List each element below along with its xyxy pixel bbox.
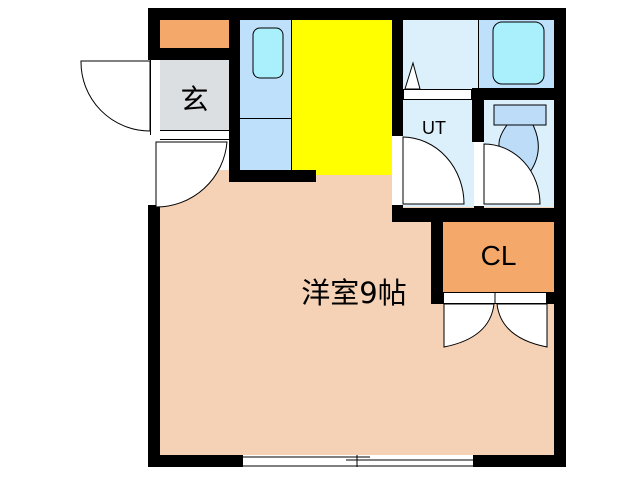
bathtub-icon	[492, 21, 545, 85]
sink-right-line	[291, 20, 292, 170]
bathroom-left-line	[478, 20, 479, 88]
wall-bottom-right	[473, 455, 566, 467]
wall-wet-left	[392, 20, 403, 136]
window-frame	[243, 455, 473, 467]
wall-ut-bath-divider	[472, 88, 554, 100]
wall-shelf-bottom	[160, 48, 240, 60]
washbasin-icon	[252, 27, 284, 79]
window-icon	[243, 455, 473, 467]
toilet-door-swing-icon	[483, 143, 541, 205]
wall-top	[148, 8, 566, 20]
utility-door-frame	[392, 136, 403, 205]
room-door-swing-icon	[155, 141, 228, 208]
washer-marker-icon	[404, 61, 421, 90]
utility-label: UT	[422, 118, 446, 138]
kitchen-area	[292, 20, 392, 175]
main-room-label: 洋室9帖	[301, 276, 407, 310]
toilet-tank-icon	[493, 104, 547, 126]
wall-left-upper	[148, 8, 160, 60]
entrance-floor	[160, 60, 229, 130]
wall-bottom-left	[148, 455, 243, 467]
closet-floor	[443, 222, 554, 292]
wall-ut-toilet-divider	[472, 88, 484, 142]
ut-sill	[403, 89, 472, 100]
sink-divider	[240, 118, 292, 119]
wall-closet-right-stub	[546, 292, 566, 304]
wall-left-lower	[148, 205, 160, 467]
closet-label: CL	[480, 240, 517, 271]
shoe-shelf	[160, 20, 229, 48]
closet-door-right-swing-icon	[496, 303, 548, 348]
wall-closet-left	[431, 208, 443, 304]
entrance-door-swing-icon	[80, 60, 151, 132]
entrance-label: 玄	[180, 83, 209, 116]
entrance-step	[160, 130, 229, 140]
wall-right	[554, 8, 566, 467]
wall-entrance-right	[229, 20, 240, 182]
utility-door-swing-icon	[402, 136, 465, 205]
closet-door-left-swing-icon	[443, 303, 495, 348]
toilet-door-frame	[474, 142, 484, 206]
wall-sink-bottom	[229, 170, 316, 182]
